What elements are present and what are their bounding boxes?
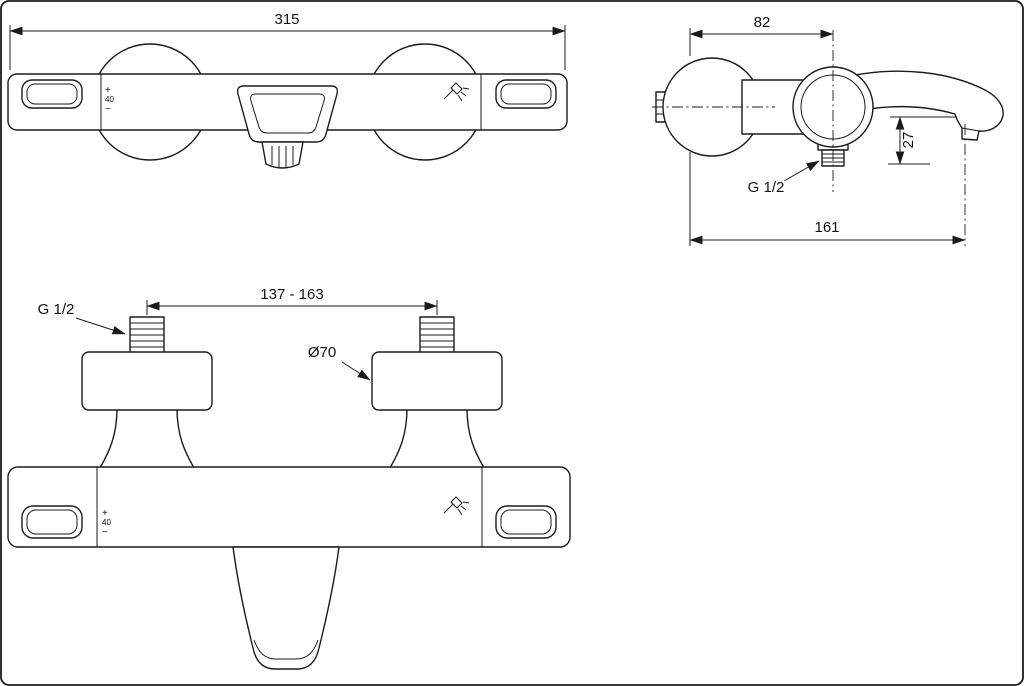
supply-nipple-left: [129, 316, 165, 354]
dimension-depth-82: 82: [689, 14, 834, 56]
thread-label-front-text: G 1/2: [38, 301, 75, 318]
spout-side-profile: [849, 70, 1004, 141]
riser-left: [99, 407, 195, 469]
dim-depth-value: 82: [754, 14, 771, 31]
handle-grip-right-front: [495, 505, 557, 539]
riser-right: [389, 407, 485, 469]
thread-label-front: G 1/2: [38, 301, 126, 335]
temp-40-label: 40: [105, 95, 114, 104]
temp-plus-label-front: +: [102, 508, 108, 519]
dim-total-depth-value: 161: [814, 219, 839, 236]
escutcheon-right: [371, 351, 503, 411]
spout-outlet-top: [261, 141, 304, 169]
dim-drop-value: 27: [900, 132, 917, 149]
dimension-centres-137-163: 137 - 163: [146, 286, 438, 315]
temp-minus-label: −: [105, 104, 111, 115]
temp-minus-label-front: −: [102, 527, 108, 538]
supply-nipple-right: [419, 316, 455, 354]
handle-grip-left-front: [21, 505, 83, 539]
faucet-body-front: [7, 466, 571, 548]
temperature-scale-top: + 40 −: [105, 85, 114, 115]
dim-width-value: 315: [274, 11, 299, 28]
dimension-drop-27: 27: [888, 116, 957, 165]
dimension-total-depth-161: 161: [689, 152, 966, 246]
escutcheon-diameter-text: Ø70: [308, 344, 336, 361]
control-knob: [792, 66, 874, 148]
handle-divider-lines: [100, 74, 482, 130]
escutcheon-left: [81, 351, 213, 411]
top-view: + 40 − 315: [7, 11, 568, 169]
side-view: 82 27 161 G 1/2: [652, 14, 1004, 246]
handle-grip-left: [21, 79, 83, 109]
thread-label-side-text: G 1/2: [748, 179, 785, 196]
handle-divider-lines-front: [96, 467, 483, 547]
handle-grip-right: [495, 79, 557, 109]
bath-spout-lip-line: [253, 639, 319, 660]
thread-label-side: G 1/2: [748, 160, 820, 196]
dimension-width-315: 315: [9, 11, 566, 70]
dim-centres-value: 137 - 163: [260, 286, 323, 303]
temp-40-label-front: 40: [102, 518, 111, 527]
temp-plus-label: +: [105, 85, 111, 96]
temperature-scale-front: + 40 −: [102, 508, 111, 538]
escutcheon-diameter-label: Ø70: [308, 344, 371, 381]
cascade-spout-opening: [236, 85, 339, 143]
front-view: + 40 − 137 - 163 G 1/2 Ø70: [7, 286, 571, 670]
cascade-spout-inner-line: [250, 93, 325, 134]
bath-spout-front: [232, 546, 340, 670]
